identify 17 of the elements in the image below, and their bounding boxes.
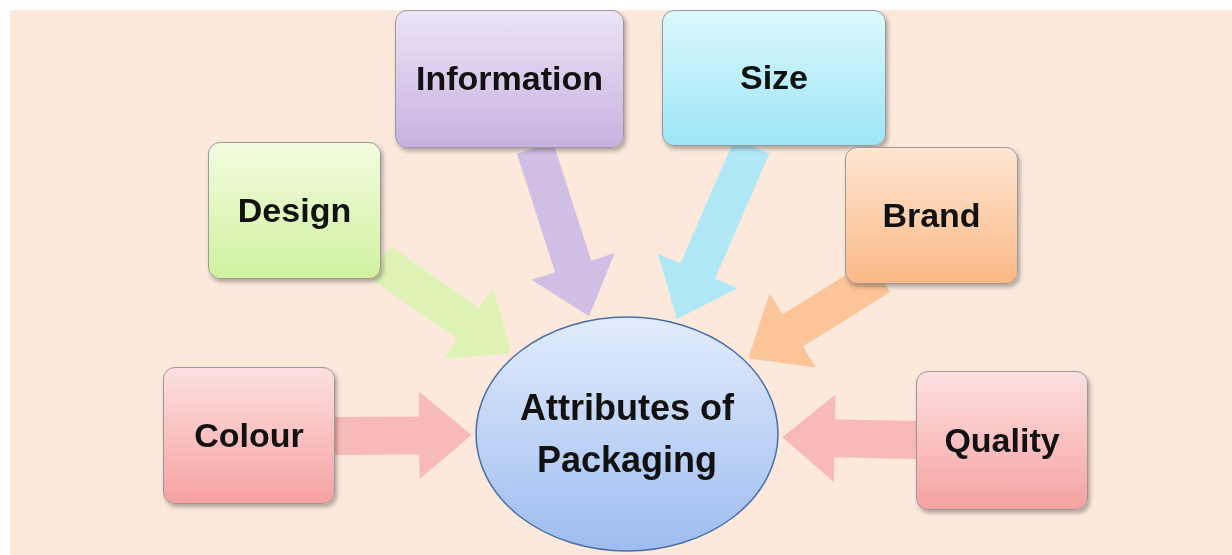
- central-ellipse: [475, 316, 779, 552]
- attribute-box: [916, 371, 1088, 510]
- attribute-box: [395, 10, 624, 148]
- block-arrow: [369, 246, 512, 360]
- attribute-label: Brand: [882, 194, 981, 236]
- attribute-label: Information: [416, 58, 603, 100]
- attribute-label: Design: [237, 189, 352, 231]
- attribute-label: Quality: [944, 419, 1060, 461]
- block-arrow: [782, 394, 917, 482]
- attribute-label: Colour: [194, 414, 304, 456]
- attribute-box: [845, 147, 1018, 284]
- attribute-box: [208, 142, 381, 279]
- attribute-box: [662, 10, 886, 146]
- attribute-box: [163, 367, 335, 504]
- central-label: Attributes of Packaging: [519, 385, 735, 482]
- attribute-label: Size: [739, 57, 808, 99]
- block-arrow: [334, 391, 472, 480]
